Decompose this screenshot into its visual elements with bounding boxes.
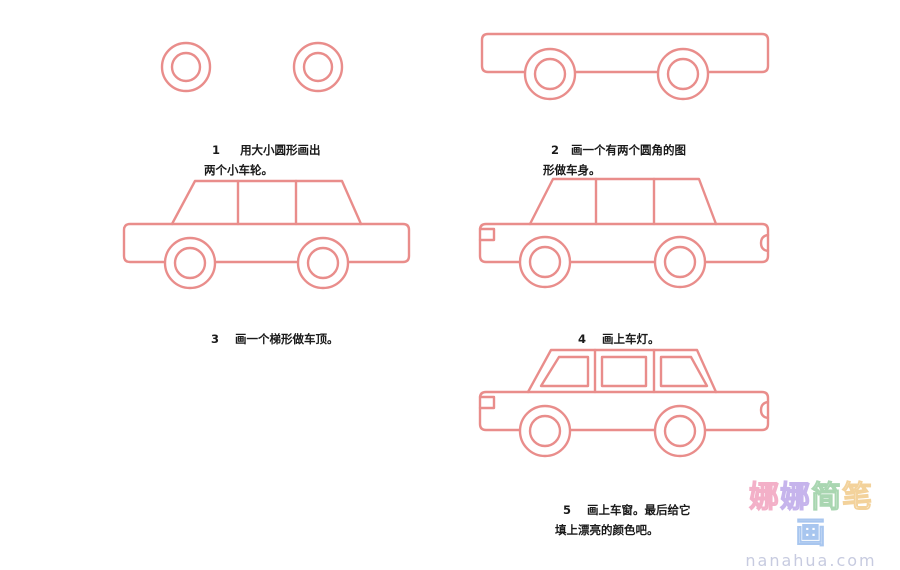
site-watermark: 娜娜简笔画 nanahua.com: [736, 480, 886, 570]
step-text: 画一个有两个圆角的图 形做车身。: [543, 143, 687, 177]
step-text: 画上车灯。: [602, 332, 660, 346]
car-body: [122, 222, 411, 264]
rear-light: [478, 227, 496, 242]
step-2-caption: 2 画一个有两个圆角的图 形做车身。: [543, 120, 686, 180]
wheel-inner: [666, 57, 700, 91]
wheel-inner: [663, 245, 697, 279]
step-5-car-windows: [478, 348, 770, 458]
wheel-inner: [173, 246, 207, 280]
car-roof: [528, 177, 718, 226]
head-light: [759, 400, 770, 420]
window-front: [539, 355, 590, 388]
step-4-car-lights: [478, 177, 770, 289]
step-1-caption: 1 用大小圆形画出 两个小车轮。: [204, 120, 321, 180]
wheel-outer: [653, 404, 707, 458]
watermark-url: nanahua.com: [745, 551, 877, 570]
wheel-outer: [296, 236, 350, 290]
wheel-inner: [528, 414, 562, 448]
step-text: 画一个梯形做车顶。: [235, 332, 339, 346]
step-number: 4: [578, 332, 587, 346]
wheel-inner: [528, 245, 562, 279]
car-body: [480, 32, 770, 74]
window-middle: [600, 355, 648, 388]
wheel-inner: [170, 51, 202, 83]
wheel-inner: [663, 414, 697, 448]
wheel-outer: [292, 41, 344, 93]
wheel-outer: [518, 404, 572, 458]
step-3-car-roof: [122, 179, 411, 290]
step-number: 2: [551, 143, 560, 157]
car-body: [478, 390, 770, 432]
step-4-caption: 4 画上车灯。: [570, 309, 660, 349]
car-body: [478, 222, 770, 264]
watermark-title: 娜娜简笔画: [749, 480, 873, 552]
wheel-outer: [523, 47, 577, 101]
wheel-outer: [656, 47, 710, 101]
wheel-inner: [306, 246, 340, 280]
step-1-wheels: [160, 41, 344, 93]
step-5-caption: 5 画上车窗。最后给它 填上漂亮的颜色吧。: [555, 480, 691, 540]
wheel-inner: [533, 57, 567, 91]
step-number: 3: [211, 332, 220, 346]
head-light: [759, 233, 770, 253]
step-text: 画上车窗。最后给它 填上漂亮的颜色吧。: [555, 503, 691, 537]
step-text: 用大小圆形画出 两个小车轮。: [204, 143, 321, 177]
car-roof: [526, 348, 718, 394]
wheel-outer: [518, 235, 572, 289]
wheel-outer: [163, 236, 217, 290]
step-2-car-body: [480, 32, 770, 101]
window-rear: [659, 355, 709, 388]
rear-light: [478, 395, 496, 410]
step-3-caption: 3 画一个梯形做车顶。: [203, 309, 339, 349]
wheel-outer: [653, 235, 707, 289]
step-number: 5: [563, 503, 572, 517]
wheel-outer: [160, 41, 212, 93]
step-number: 1: [212, 143, 221, 157]
car-roof: [170, 179, 363, 226]
drawing-canvas: [122, 32, 770, 458]
wheel-inner: [302, 51, 334, 83]
